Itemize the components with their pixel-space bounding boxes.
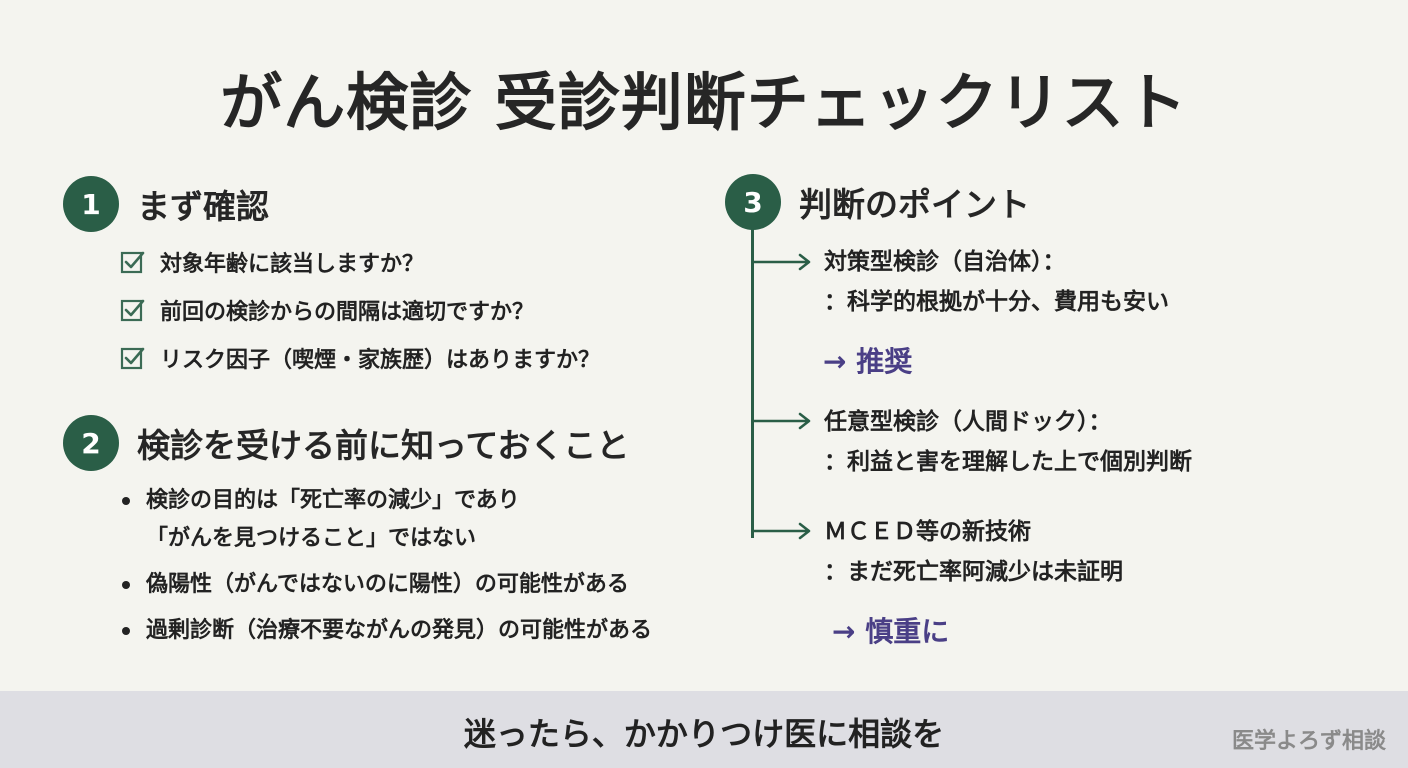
checkbox-checked-icon bbox=[120, 347, 145, 370]
bullet-dot-icon bbox=[122, 581, 130, 589]
branch-3-heading: ＭＣＥＤ等の新技術 bbox=[824, 519, 1031, 545]
section-2-header: 2 検診を受ける前に知っておくこと bbox=[63, 415, 629, 471]
checklist-item: リスク因子（喫煙・家族歴）はありますか？ bbox=[120, 334, 600, 382]
branch-1-text: 対策型検診（自治体）： ：科学的根拠が十分、費用も安い bbox=[824, 242, 1169, 322]
checklist-item: 前回の検診からの間隔は適切ですか？ bbox=[120, 286, 600, 334]
bullet-item-line: 過剰診断（治療不要ながんの発見）の可能性がある bbox=[146, 618, 653, 643]
section-3-title: 判断のポイント bbox=[799, 185, 1030, 224]
arrow-right-icon bbox=[752, 253, 811, 271]
section-2-bullet-list: 検診の目的は「死亡率の減少」であり 「がんを見つけること」ではない 偽陽性（がん… bbox=[118, 482, 652, 658]
section-1-title: まず確認 bbox=[137, 187, 269, 226]
section-1-header: 1 まず確認 bbox=[63, 176, 269, 232]
bullet-item-line: 偽陽性（がんではないのに陽性）の可能性がある bbox=[146, 572, 629, 597]
bullet-item-line: 検診の目的は「死亡率の減少」であり bbox=[146, 488, 520, 513]
arrow-right-icon bbox=[752, 412, 811, 430]
checklist-item-label: 前回の検診からの間隔は適切ですか？ bbox=[160, 300, 535, 325]
branch-2-heading: 任意型検診（人間ドック）： bbox=[824, 409, 1112, 435]
branch-2-detail: ：利益と害を理解した上で個別判断 bbox=[824, 449, 1192, 475]
footer-message: 迷ったら、かかりつけ医に相談を bbox=[463, 715, 945, 753]
checkbox-checked-icon bbox=[120, 299, 145, 322]
bullet-dot-icon bbox=[122, 497, 130, 505]
section-1-checklist: 対象年齢に該当しますか？ 前回の検診からの間隔は適切ですか？ リスク因子（喫煙・… bbox=[120, 238, 600, 382]
bullet-item: 過剰診断（治療不要ながんの発見）の可能性がある bbox=[118, 612, 652, 650]
section-2-number-badge: 2 bbox=[63, 415, 119, 471]
branch-1-detail: ：科学的根拠が十分、費用も安い bbox=[824, 289, 1169, 315]
recommendation-label: → 推奨 bbox=[823, 345, 913, 378]
checklist-item-label: リスク因子（喫煙・家族歴）はありますか？ bbox=[160, 348, 601, 373]
checklist-item: 対象年齢に該当しますか？ bbox=[120, 238, 600, 286]
branch-3-text: ＭＣＥＤ等の新技術 ：まだ死亡率阿減少は未証明 bbox=[824, 512, 1123, 592]
bullet-item: 偽陽性（がんではないのに陽性）の可能性がある bbox=[118, 566, 652, 604]
section-3-number-badge: 3 bbox=[725, 174, 781, 230]
bullet-item: 検診の目的は「死亡率の減少」であり 「がんを見つけること」ではない bbox=[118, 482, 652, 558]
section-1-number-badge: 1 bbox=[63, 176, 119, 232]
section-3-header: 3 判断のポイント bbox=[725, 174, 1030, 230]
tree-connector-line bbox=[751, 226, 754, 538]
branch-3-detail: ：まだ死亡率阿減少は未証明 bbox=[824, 559, 1123, 585]
page-title: がん検診 受診判断チェックリスト bbox=[220, 66, 1188, 139]
branch-1-heading: 対策型検診（自治体）： bbox=[824, 249, 1066, 275]
section-2-title: 検診を受ける前に知っておくこと bbox=[137, 426, 630, 465]
brand-label: 医学よろず相談 bbox=[1231, 729, 1386, 754]
bullet-dot-icon bbox=[122, 627, 130, 635]
checklist-item-label: 対象年齢に該当しますか？ bbox=[160, 252, 425, 277]
bullet-item-line: 「がんを見つけること」ではない bbox=[146, 526, 477, 551]
checkbox-checked-icon bbox=[120, 251, 145, 274]
caution-label: → 慎重に bbox=[832, 615, 950, 648]
footer-banner: 迷ったら、かかりつけ医に相談を 医学よろず相談 bbox=[0, 691, 1408, 768]
arrow-right-icon bbox=[752, 521, 811, 540]
branch-2-text: 任意型検診（人間ドック）： ：利益と害を理解した上で個別判断 bbox=[824, 402, 1192, 482]
